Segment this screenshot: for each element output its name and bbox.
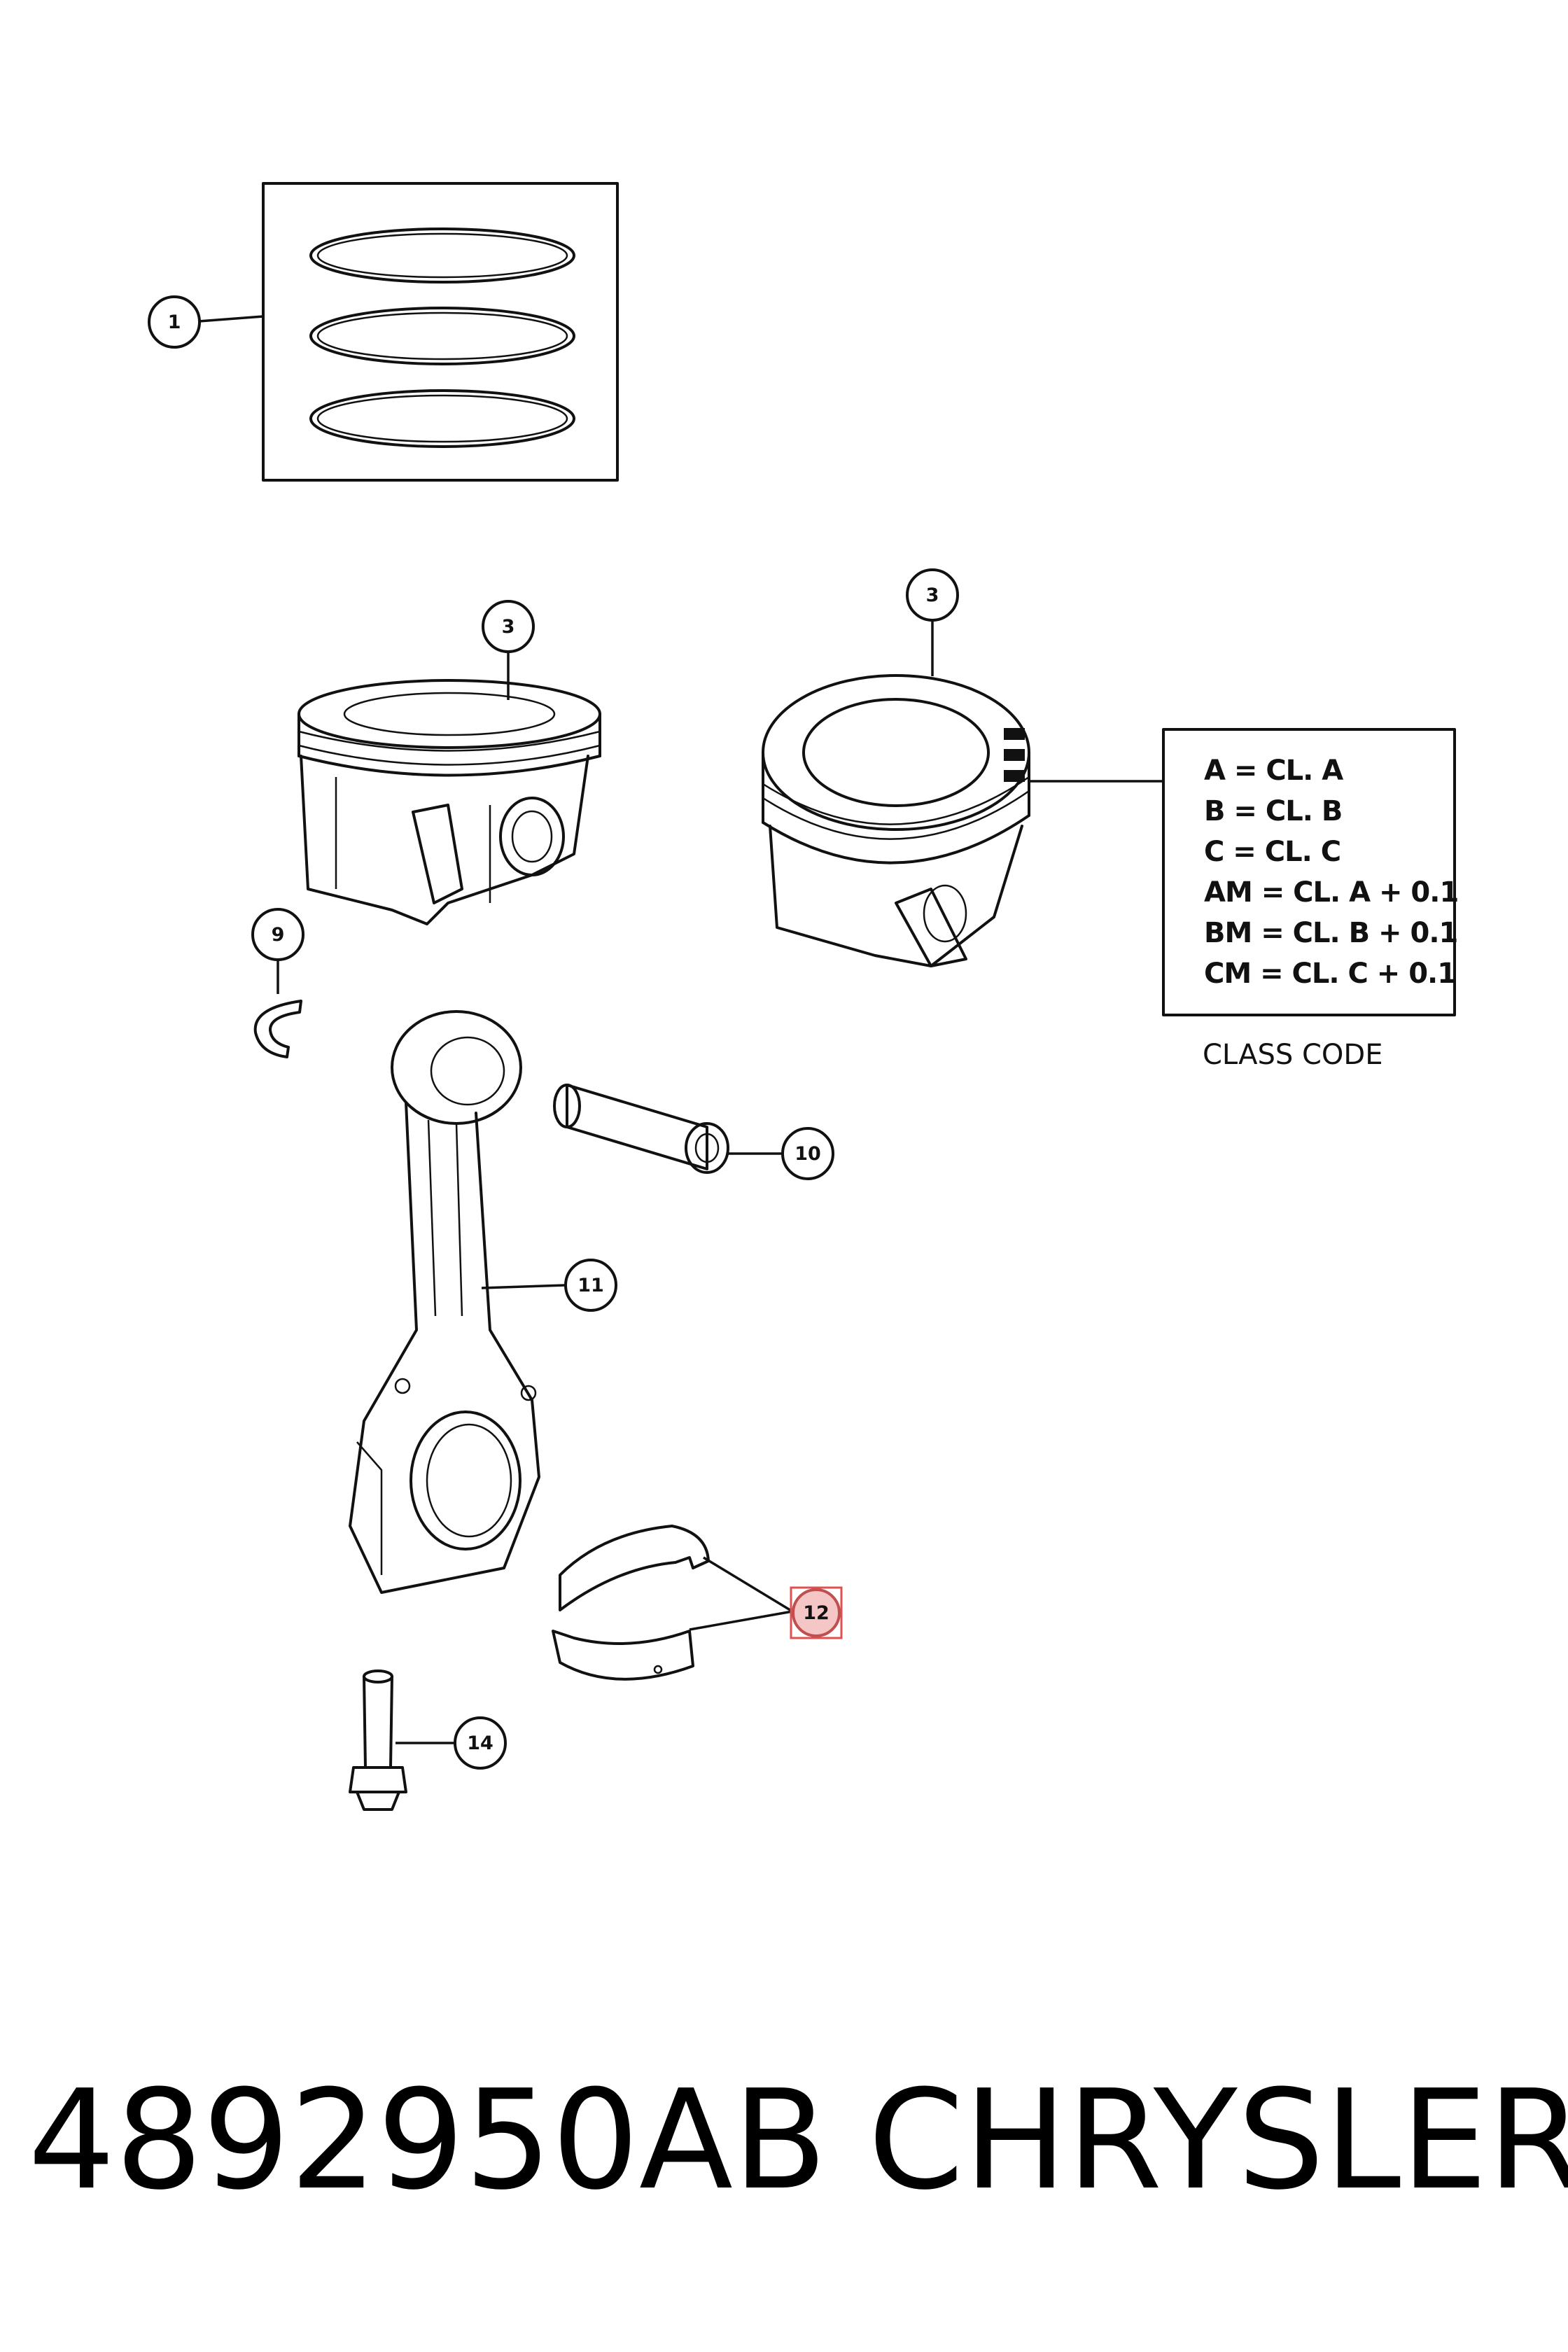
connecting-rod-bearing xyxy=(552,1525,710,1681)
piston-top-view xyxy=(762,674,1030,967)
svg-text:12: 12 xyxy=(803,1602,830,1624)
callout-3-right[interactable]: 3 xyxy=(906,568,959,622)
callout-12[interactable]: 12 xyxy=(790,1586,843,1639)
legend-row-a: A = CL. A xyxy=(1204,755,1343,787)
callout-1[interactable]: 1 xyxy=(148,295,201,349)
leader-12a xyxy=(703,1556,793,1613)
svg-text:14: 14 xyxy=(467,1732,493,1754)
svg-text:3: 3 xyxy=(502,616,515,638)
connecting-rod-bolt xyxy=(349,1670,407,1811)
legend-row-c: C = CL. C xyxy=(1204,836,1340,868)
svg-text:10: 10 xyxy=(794,1143,821,1165)
piston-ring-set xyxy=(262,182,619,482)
brand-name: CHRYSLER xyxy=(868,2061,1568,2220)
class-code-mark-3 xyxy=(1004,770,1025,782)
class-code-mark-2 xyxy=(1004,749,1025,761)
svg-text:9: 9 xyxy=(272,924,285,946)
leader-1 xyxy=(198,315,264,323)
class-code-legend: A = CL. A B = CL. B C = CL. C AM = CL. A… xyxy=(1162,728,1459,1016)
class-code-mark-1 xyxy=(1004,728,1025,740)
class-code-caption: CLASS CODE xyxy=(1203,1039,1382,1071)
callout-12-highlight xyxy=(790,1586,843,1639)
leader-12b xyxy=(689,1610,793,1631)
callout-9[interactable]: 9 xyxy=(251,908,304,961)
legend-row-cm: CM = CL. C + 0.1 xyxy=(1204,958,1456,990)
part-number: 4892950AB xyxy=(28,2061,827,2220)
legend-row-b: B = CL. B xyxy=(1204,795,1342,827)
svg-text:1: 1 xyxy=(168,312,181,333)
legend-row-am: AM = CL. A + 0.1 xyxy=(1204,876,1458,909)
callout-3-left[interactable]: 3 xyxy=(482,600,535,653)
connecting-rod xyxy=(349,1010,540,1594)
callout-11[interactable]: 11 xyxy=(564,1259,617,1312)
callout-10[interactable]: 10 xyxy=(781,1127,834,1180)
leader-11 xyxy=(481,1284,566,1289)
piston-pin xyxy=(553,1084,729,1174)
svg-text:11: 11 xyxy=(578,1275,604,1296)
legend-row-bm: BM = CL. B + 0.1 xyxy=(1204,917,1457,949)
piston-side-view xyxy=(298,679,601,925)
callout-14[interactable]: 14 xyxy=(454,1716,507,1770)
svg-text:3: 3 xyxy=(926,584,939,606)
piston-pin-retainer-clip xyxy=(253,1000,302,1058)
